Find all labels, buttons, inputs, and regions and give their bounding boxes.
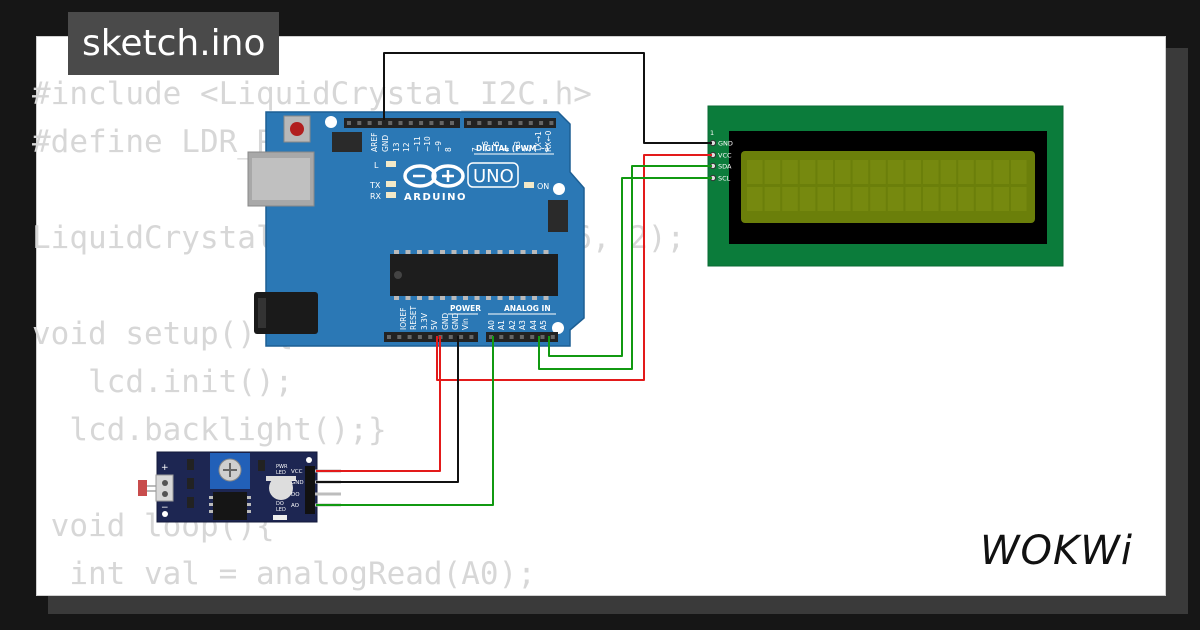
pin-label: TX→1	[534, 131, 543, 153]
pin-label: A0	[487, 320, 496, 330]
sensor-pin-label: AO	[291, 503, 300, 509]
pin-label: A2	[508, 320, 517, 330]
pin-label: 5V	[430, 319, 439, 330]
pin-label: 12	[402, 142, 411, 152]
board-model: UNO	[473, 166, 514, 187]
ldr-icon	[138, 480, 147, 496]
pin-label: 7	[471, 147, 480, 152]
led-on	[524, 182, 534, 188]
lcd-character-grid	[747, 160, 1027, 211]
pin-label: AREF	[370, 133, 379, 152]
do-led-icon	[273, 515, 287, 520]
pin-label: RESET	[409, 306, 418, 330]
wire-ao-sensor	[316, 336, 494, 506]
pin-label: 3.3V	[420, 312, 429, 330]
led-tx-label: TX	[369, 181, 381, 190]
pin-label: A4	[529, 320, 538, 330]
pin-label: 4	[502, 147, 511, 152]
file-tab[interactable]: sketch.ino	[68, 12, 280, 75]
wire-vcc-sensor	[316, 336, 441, 472]
power-jack	[254, 292, 318, 334]
sensor-plus-label: +	[161, 463, 169, 473]
led-l-label: L	[374, 161, 379, 170]
pin-label: A3	[518, 320, 527, 330]
digital-header-label: DIGITAL (PWM ~)	[476, 144, 549, 153]
photoresistor-sensor-module[interactable]: + − PWR LED DO LED VCC GND DO AO	[138, 451, 341, 523]
power-led-icon	[269, 476, 293, 500]
code-line: lcd.init();	[32, 364, 294, 400]
led-l	[386, 161, 396, 167]
code-line: #include <LiquidCrystal_I2C.h>	[32, 76, 592, 112]
wire-gnd-sensor	[316, 336, 459, 483]
pin-label: ~3	[513, 141, 522, 152]
code-line: lcd.backlight();}	[32, 412, 387, 448]
do-led-label-1: DO	[276, 501, 284, 507]
arduino-infinity-icon	[403, 164, 465, 188]
pin-label: 2	[523, 147, 532, 152]
wire-sda-lcd	[538, 165, 712, 370]
wire-gnd-arduino-lcd	[383, 52, 712, 144]
pin-label: ~5	[492, 141, 501, 152]
led-tx	[386, 181, 396, 187]
atmega-chip	[390, 250, 558, 300]
board-brand: ARDUINO	[404, 192, 467, 203]
wokwi-logo-text: WOKWi	[980, 528, 1133, 574]
pin-label: A1	[497, 320, 506, 330]
sensor-minus-label: −	[161, 503, 169, 513]
pin-label: ~11	[413, 136, 422, 152]
pin-label: GND	[441, 313, 450, 330]
pin-label: A5	[539, 320, 548, 330]
pin-label: IOREF	[399, 308, 408, 330]
do-led-label-2: LED	[276, 507, 286, 513]
pin-label: ~6	[481, 141, 490, 152]
lcd-pin-label: GND	[718, 140, 733, 148]
lcd1602-i2c[interactable]: 1 GND VCC SDA SCL	[707, 105, 1064, 267]
pwr-led-label-1: PWR	[276, 464, 288, 470]
wire-vcc-lcd	[436, 154, 712, 381]
wire-scl-lcd	[548, 177, 712, 357]
pwr-led-label-2: LED	[276, 470, 286, 476]
sensor-pin-label: DO	[291, 492, 300, 498]
pin-label: ~9	[434, 141, 443, 152]
led-rx-label: RX	[370, 192, 382, 201]
sensor-pin-label: VCC	[291, 469, 303, 475]
sensor-pin-label: GND	[291, 480, 304, 486]
lcd-pin-label: VCC	[718, 152, 732, 160]
pin-label: ~10	[423, 136, 432, 152]
led-rx	[386, 192, 396, 198]
pin-label: 13	[392, 142, 401, 152]
power-header-label: POWER	[450, 304, 481, 313]
pin-label: 8	[444, 147, 453, 152]
analog-header-label: ANALOG IN	[504, 304, 551, 313]
pin-label: Vin	[461, 318, 470, 330]
sensor-pin-do[interactable]	[315, 492, 341, 496]
wokwi-logo[interactable]: WOKWi	[978, 526, 1148, 576]
pin-label: GND	[451, 313, 460, 330]
lcd-pin-label: SDA	[718, 163, 732, 171]
led-on-label: ON	[537, 182, 549, 191]
pin-label: GND	[381, 135, 390, 152]
comparator-chip	[213, 492, 247, 520]
lcd-pin-index: 1	[710, 129, 714, 137]
pin-label: RX←0	[544, 130, 553, 152]
code-line: int val = analogRead(A0);	[32, 556, 536, 592]
wires	[316, 52, 712, 506]
lcd-pin-label: SCL	[718, 175, 731, 183]
